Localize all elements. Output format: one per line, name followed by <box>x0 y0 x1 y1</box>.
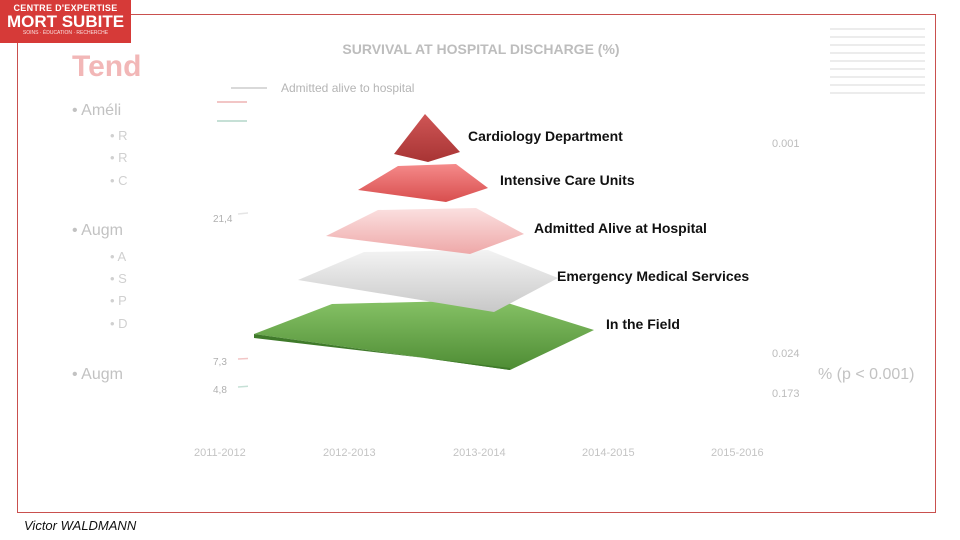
pyramid-level-icu <box>358 164 488 202</box>
logo-line3: SOINS · ÉDUCATION · RECHERCHE <box>22 30 109 36</box>
bullet-3-tail: % (p < 0.001) <box>818 366 915 383</box>
legend-entry: Admitted alive to hospital <box>281 81 415 95</box>
bullet-2-sub-2: • S <box>110 271 127 286</box>
x-tick-5: 2015-2016 <box>711 447 764 459</box>
bullet-2-sub-3: • P <box>110 293 127 308</box>
ghost-table <box>830 22 925 132</box>
x-tick-1: 2011-2012 <box>194 447 246 459</box>
legend-line-1 <box>231 87 267 89</box>
bullet-2-sub-4: • D <box>110 316 128 331</box>
author-footer: Victor WALDMANN <box>24 518 137 533</box>
label-ems: Emergency Medical Services <box>557 268 750 284</box>
pyramid-level-in-the-field <box>254 300 594 370</box>
y-label-3: 4,8 <box>213 385 227 396</box>
chart-title: SURVIVAL AT HOSPITAL DISCHARGE (%) <box>342 41 620 57</box>
p-value-3: 0.173 <box>772 388 800 400</box>
p-value-2: 0.024 <box>772 348 800 360</box>
care-pyramid: Cardiology Department Intensive Care Uni… <box>248 102 772 408</box>
logo-line1: CENTRE D'EXPERTISE <box>13 3 118 13</box>
slide-title: Tend <box>72 50 142 83</box>
logo-line2: MORT SUBITE <box>6 12 125 31</box>
y-label-2: 7,3 <box>213 357 227 368</box>
bullet-1-sub-3: • C <box>110 173 128 188</box>
logo: CENTRE D'EXPERTISE MORT SUBITE SOINS · É… <box>0 0 131 43</box>
bullet-1: • Améli <box>72 102 122 119</box>
legend-line-2 <box>217 101 247 103</box>
bullet-2-sub-1: • A <box>110 249 127 264</box>
x-tick-4: 2014-2015 <box>582 447 635 459</box>
y-label-1: 21,4 <box>213 214 233 225</box>
slide-frame <box>17 14 936 513</box>
bullet-1-sub-2: • R <box>110 150 128 165</box>
pyramid-level-ems <box>298 250 558 312</box>
pyramid-level-admitted <box>326 208 524 254</box>
pyramid-level-cardiology <box>394 114 460 162</box>
label-in-the-field: In the Field <box>606 316 680 332</box>
legend-line-3 <box>217 120 247 122</box>
p-value-1: 0.001 <box>772 138 800 150</box>
bullet-1-sub-1: • R <box>110 128 128 143</box>
label-icu: Intensive Care Units <box>500 172 635 188</box>
label-admitted: Admitted Alive at Hospital <box>534 220 707 236</box>
x-tick-2: 2012-2013 <box>323 447 376 459</box>
bullet-3: • Augm <box>72 366 123 383</box>
x-tick-3: 2013-2014 <box>453 447 506 459</box>
label-cardiology: Cardiology Department <box>468 128 623 144</box>
bullet-2: • Augm <box>72 222 123 239</box>
